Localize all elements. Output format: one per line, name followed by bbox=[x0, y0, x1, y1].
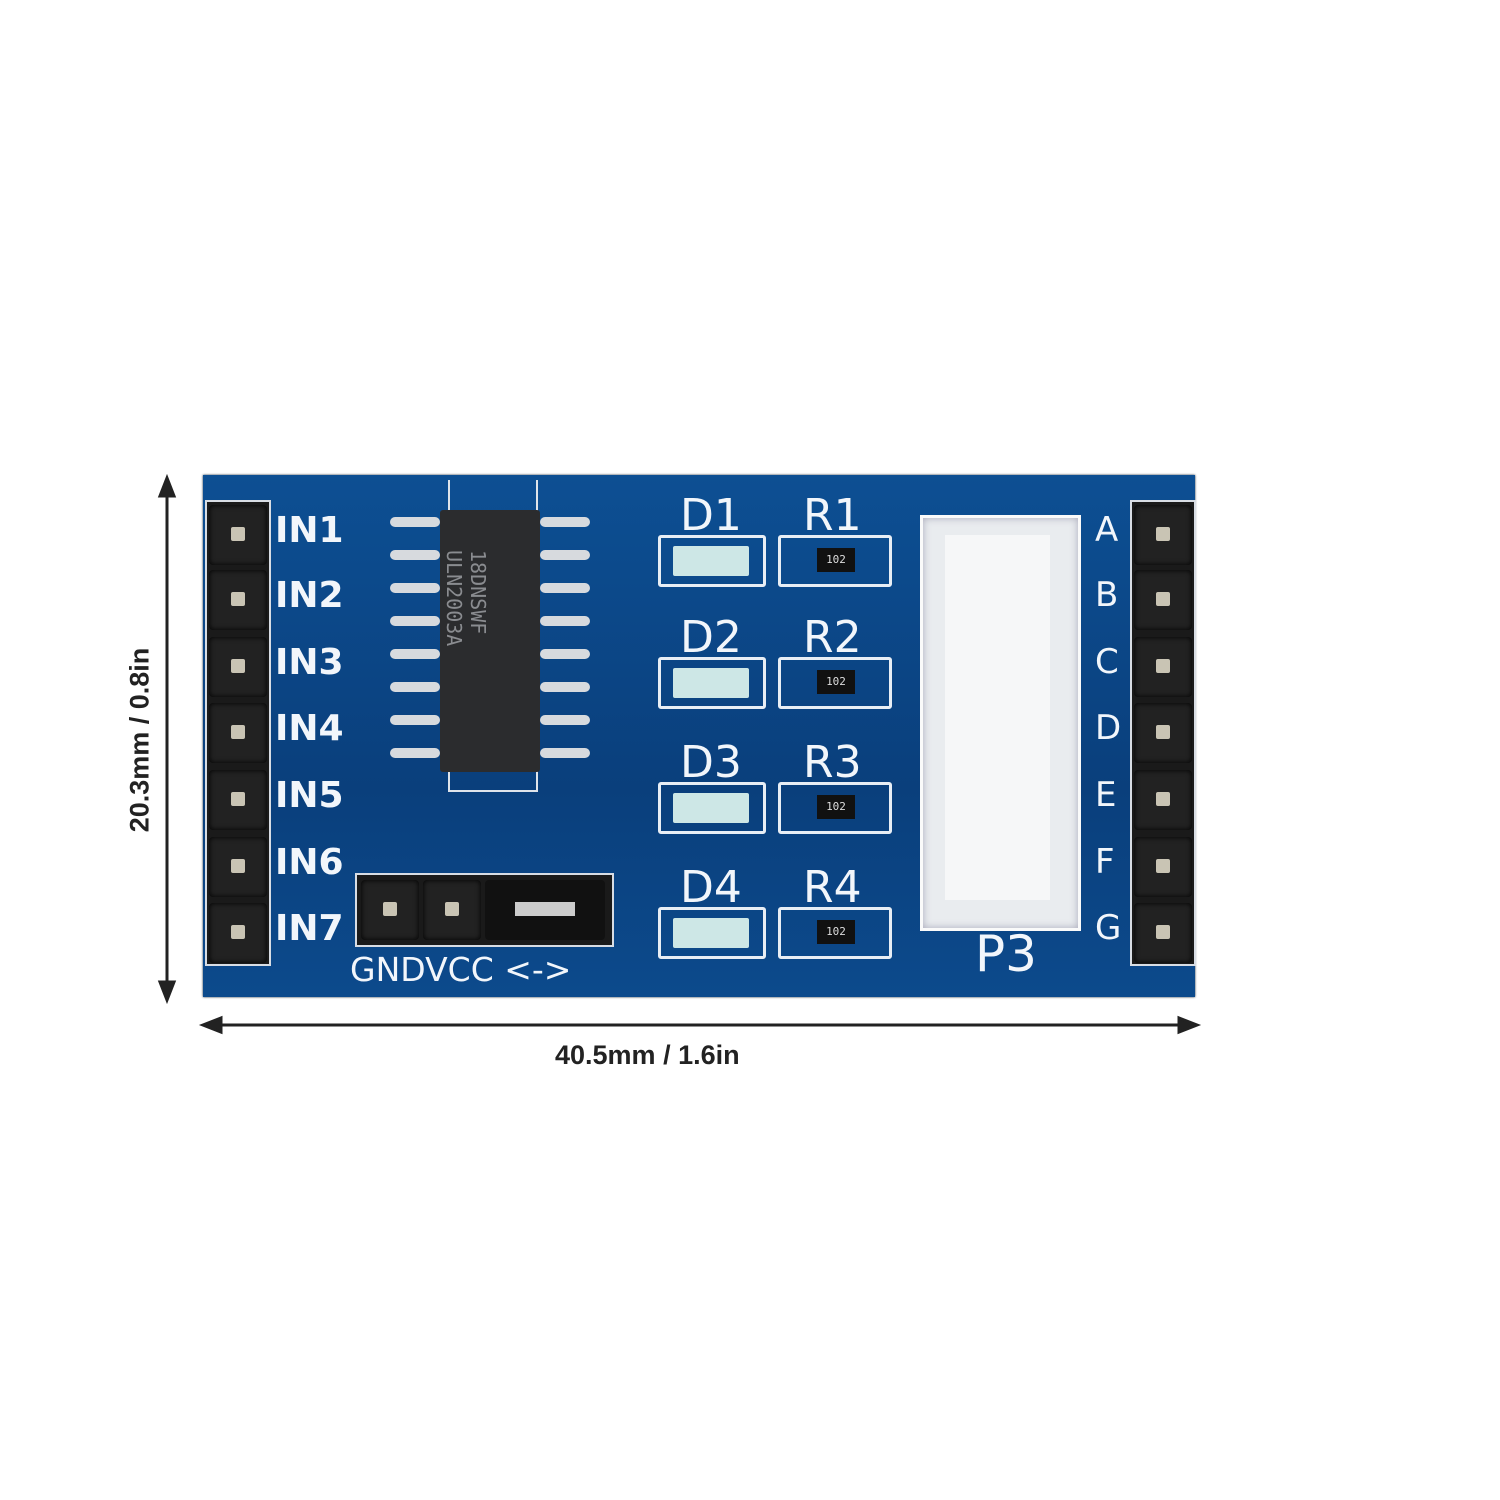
chip-lead bbox=[390, 682, 440, 692]
chip-lead bbox=[540, 649, 590, 659]
led-indicator bbox=[673, 918, 749, 948]
input-pin[interactable] bbox=[209, 837, 267, 897]
connector-label: P3 bbox=[975, 925, 1037, 983]
power-jumper-header[interactable] bbox=[355, 873, 614, 947]
chip-lead bbox=[540, 583, 590, 593]
resistor-label: R2 bbox=[803, 612, 862, 663]
input-label: IN3 bbox=[275, 642, 344, 683]
output-label: C bbox=[1095, 642, 1119, 682]
resistor-label: R3 bbox=[803, 737, 862, 788]
resistor-pad: 102 bbox=[778, 782, 892, 834]
resistor-code: 102 bbox=[817, 670, 855, 694]
resistor-pad: 102 bbox=[778, 657, 892, 709]
output-label: F bbox=[1095, 842, 1115, 882]
led-pad bbox=[658, 535, 766, 587]
led-label: D4 bbox=[680, 862, 742, 913]
output-pin-header bbox=[1130, 500, 1196, 966]
jumper-cap[interactable] bbox=[485, 880, 605, 940]
resistor-code: 102 bbox=[817, 795, 855, 819]
input-label: IN4 bbox=[275, 708, 344, 749]
input-label: IN7 bbox=[275, 908, 344, 949]
arrow-left-icon bbox=[198, 1015, 223, 1035]
chip-lead bbox=[390, 550, 440, 560]
led-pad bbox=[658, 907, 766, 959]
input-pin[interactable] bbox=[209, 703, 267, 763]
resistor-code: 102 bbox=[817, 920, 855, 944]
resistor-label: R1 bbox=[803, 490, 862, 541]
output-label: B bbox=[1095, 575, 1119, 615]
input-label: IN5 bbox=[275, 775, 344, 816]
output-label: E bbox=[1095, 775, 1117, 815]
chip-lead bbox=[540, 748, 590, 758]
chip-lead bbox=[390, 517, 440, 527]
output-pin[interactable] bbox=[1134, 837, 1192, 897]
chip-lead bbox=[540, 715, 590, 725]
resistor-label: R4 bbox=[803, 862, 862, 913]
chip-lead bbox=[390, 616, 440, 626]
output-label: D bbox=[1095, 708, 1122, 748]
input-label: IN2 bbox=[275, 575, 344, 616]
output-pin[interactable] bbox=[1134, 570, 1192, 630]
output-pin[interactable] bbox=[1134, 770, 1192, 830]
input-pin[interactable] bbox=[209, 903, 267, 963]
input-pin[interactable] bbox=[209, 505, 267, 565]
resistor-pad: 102 bbox=[778, 535, 892, 587]
led-label: D1 bbox=[680, 490, 742, 541]
output-label: G bbox=[1095, 908, 1122, 948]
width-label: 40.5mm / 1.6in bbox=[555, 1040, 740, 1070]
chip-lead bbox=[390, 748, 440, 758]
arrow-up-icon bbox=[157, 473, 177, 498]
output-pin[interactable] bbox=[1134, 703, 1192, 763]
resistor-pad: 102 bbox=[778, 907, 892, 959]
led-label: D3 bbox=[680, 737, 742, 788]
input-pin-header bbox=[205, 500, 271, 966]
chip-lead bbox=[390, 649, 440, 659]
output-pin[interactable] bbox=[1134, 903, 1192, 963]
led-indicator bbox=[673, 668, 749, 698]
arrow-right-icon bbox=[1177, 1015, 1202, 1035]
chip-lead bbox=[540, 517, 590, 527]
output-label: A bbox=[1095, 510, 1119, 550]
input-pin[interactable] bbox=[209, 770, 267, 830]
chip-lead bbox=[390, 715, 440, 725]
output-pin[interactable] bbox=[1134, 505, 1192, 565]
resistor-code: 102 bbox=[817, 548, 855, 572]
chip-lead bbox=[390, 583, 440, 593]
chip-lead bbox=[540, 616, 590, 626]
height-label: 20.3mm / 0.8in bbox=[124, 647, 155, 833]
led-pad bbox=[658, 657, 766, 709]
led-indicator bbox=[673, 793, 749, 823]
arrow-down-icon bbox=[157, 980, 177, 1005]
input-label: IN6 bbox=[275, 842, 344, 883]
output-pin[interactable] bbox=[1134, 637, 1192, 697]
uln2003-chip: 18DNSWF ULN2003A bbox=[440, 510, 540, 772]
chip-lead bbox=[540, 550, 590, 560]
chip-lead bbox=[540, 682, 590, 692]
led-label: D2 bbox=[680, 612, 742, 663]
led-pad bbox=[658, 782, 766, 834]
input-pin[interactable] bbox=[209, 570, 267, 630]
connector-cavity bbox=[945, 535, 1050, 900]
input-pin[interactable] bbox=[209, 637, 267, 697]
input-label: IN1 bbox=[275, 510, 344, 551]
power-label: GNDVCC <-> bbox=[350, 950, 572, 989]
led-indicator bbox=[673, 546, 749, 576]
